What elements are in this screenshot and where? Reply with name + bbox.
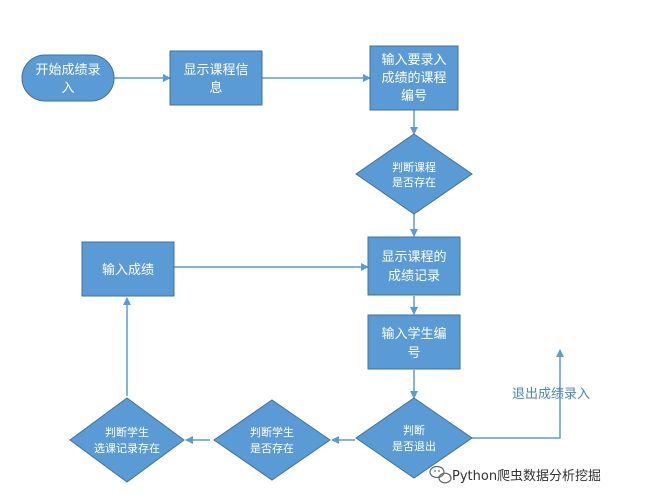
input-grade-node — [81, 241, 175, 297]
show-course-info-label-2: 息 — [209, 80, 222, 96]
start-node — [21, 54, 115, 102]
check-exit-label-2: 是否退出 — [392, 439, 436, 453]
show-grade-record-node — [367, 236, 461, 296]
check-course-exists-label-2: 是否存在 — [392, 175, 436, 189]
start-node-label-1: 开始成绩录 — [35, 63, 100, 78]
edge-check-exit-to-exit — [470, 349, 564, 439]
check-student-exists-label-1: 判断学生 — [250, 425, 294, 439]
check-student-exists-label-2: 是否存在 — [250, 441, 294, 455]
show-grade-record-label-2: 成绩记录 — [388, 269, 440, 284]
watermark-text: Python爬虫数据分析挖掘 — [452, 469, 601, 484]
check-exit-node — [355, 397, 473, 479]
input-student-no-label-2: 号 — [407, 346, 420, 361]
start-node-label-2: 入 — [61, 81, 74, 96]
check-exit-label-1: 判断 — [403, 423, 425, 437]
check-enrollment-exists-node — [69, 397, 185, 483]
input-course-no-node — [369, 45, 459, 111]
input-course-no-label-1: 输入要录入 — [381, 52, 446, 68]
check-enrollment-exists-label-1: 判断学生 — [105, 425, 149, 439]
show-grade-record-label-1: 显示课程的 — [381, 249, 446, 265]
check-course-exists-label-1: 判断课程 — [392, 160, 436, 174]
watermark: Python爬虫数据分析挖掘 — [429, 465, 601, 484]
input-student-no-label-1: 输入学生编 — [381, 326, 446, 342]
input-grade-label: 输入成绩 — [102, 262, 154, 278]
check-student-exists-node — [213, 399, 331, 481]
input-student-no-node — [367, 314, 461, 370]
show-course-info-node — [169, 50, 263, 106]
input-course-no-label-3: 编号 — [401, 89, 427, 104]
show-course-info-label-1: 显示课程信 — [183, 63, 248, 78]
check-course-exists-node — [355, 133, 473, 215]
input-course-no-label-2: 成绩的课程 — [381, 70, 446, 86]
wechat-logo-icon — [429, 465, 452, 484]
check-enrollment-exists-label-2: 选课记录存在 — [94, 441, 160, 455]
exit-label: 退出成绩录入 — [512, 387, 590, 402]
